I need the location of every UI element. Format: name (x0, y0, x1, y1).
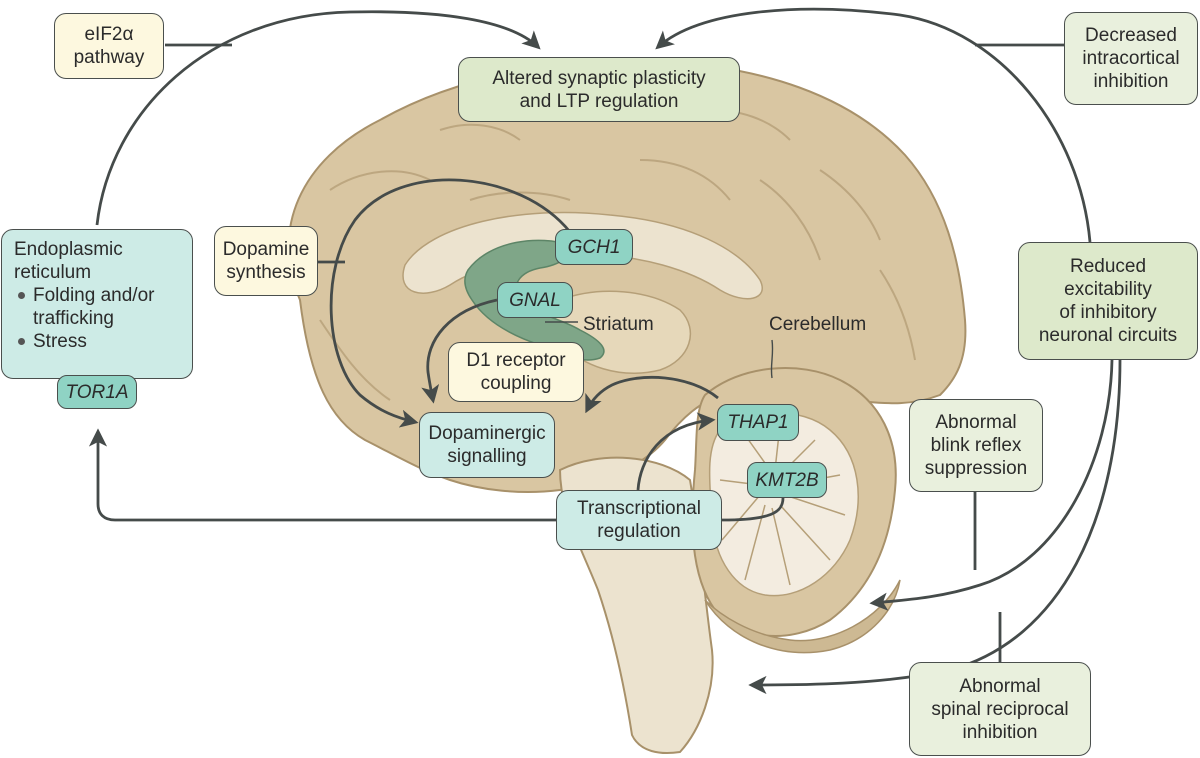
spinal-line-2: spinal reciprocal (931, 698, 1069, 720)
dopamine-synthesis-line-2: synthesis (226, 262, 306, 283)
gene-gnal: GNAL (497, 282, 573, 318)
reduced-excitability-box: Reduced excitability of inhibitory neuro… (1018, 242, 1198, 360)
dopaminergic-line-2: signalling (447, 446, 527, 467)
striatum-label: Striatum (583, 314, 654, 335)
eif2a-line-1: eIF2α (84, 24, 134, 45)
dopaminergic-signalling-box: Dopaminergic signalling (419, 412, 555, 478)
arrow-to-spinal (748, 359, 1122, 695)
connector-kmt2b (721, 497, 785, 522)
er-title-line-1: Endoplasmic (14, 239, 123, 260)
cerebellar-hemisphere (704, 579, 901, 654)
dopamine-synthesis-line-1: Dopamine (222, 239, 310, 260)
intracortical-inhibition-box: Decreased intracortical inhibition (1064, 12, 1198, 105)
d1-line-1: D1 receptor (466, 350, 566, 371)
synaptic-line-2: and LTP regulation (519, 90, 679, 112)
gene-kmt2b: KMT2B (747, 462, 827, 498)
synaptic-plasticity-box: Altered synaptic plasticity and LTP regu… (458, 57, 740, 122)
arrow-gch1-to-dopaminergic (329, 178, 572, 428)
er-bullet-1-cont: trafficking (33, 308, 114, 329)
intracortical-line-1: Decreased (1085, 25, 1177, 46)
intracortical-line-2: intracortical (1082, 48, 1180, 69)
er-bullet-1: Folding and/or (33, 285, 155, 306)
bullet-dot (18, 292, 25, 299)
reduced-line-1: Reduced (1069, 256, 1147, 277)
spinal-line-1: Abnormal (959, 675, 1041, 697)
spinal-line-3: inhibition (962, 721, 1038, 743)
transcriptional-line-2: regulation (597, 521, 681, 542)
gnal-label: GNAL (509, 289, 561, 311)
blink-reflex-box: Abnormal blink reflex suppression (909, 399, 1043, 492)
gene-gch1: GCH1 (555, 229, 633, 265)
eif2a-pathway-box: eIF2α pathway (54, 13, 164, 79)
er-bullet-stress: Stress (14, 330, 87, 353)
arrow-transcriptional-to-tor1a (88, 428, 556, 522)
er-title-line-2: reticulum (14, 262, 92, 283)
thap1-label: THAP1 (727, 412, 789, 433)
blink-line-2: blink reflex (930, 435, 1022, 456)
endoplasmic-reticulum-box: Endoplasmic reticulum Folding and/or tra… (1, 229, 193, 379)
intracortical-line-3: inhibition (1093, 71, 1169, 92)
eif2a-line-2: pathway (73, 47, 145, 68)
synaptic-line-1: Altered synaptic plasticity (492, 67, 706, 89)
d1-line-2: coupling (480, 373, 552, 394)
er-bullet-2: Stress (33, 331, 87, 352)
arrow-to-blink (869, 359, 1114, 611)
spinal-inhibition-box: Abnormal spinal reciprocal inhibition (909, 662, 1091, 756)
connectors (88, 7, 1122, 695)
dopamine-synthesis-box: Dopamine synthesis (214, 226, 318, 296)
transcriptional-line-1: Transcriptional (577, 498, 701, 519)
dopaminergic-line-1: Dopaminergic (428, 423, 546, 444)
gene-tor1a: TOR1A (57, 375, 137, 409)
brain-illustration (287, 60, 967, 754)
reduced-line-4: neuronal circuits (1038, 325, 1178, 346)
corpus-callosum (402, 211, 763, 300)
arrow-right-to-synaptic (655, 7, 1092, 243)
transcriptional-regulation-box: Transcriptional regulation (556, 490, 722, 550)
d1-receptor-box: D1 receptor coupling (448, 342, 584, 402)
er-bullet-folding: Folding and/or (14, 284, 154, 307)
gch1-label: GCH1 (567, 236, 621, 258)
cerebellum-pointer (770, 339, 774, 379)
arrow-er-to-synaptic (95, 10, 541, 226)
tor1a-label: TOR1A (65, 381, 129, 403)
reduced-line-3: of inhibitory (1059, 302, 1157, 323)
blink-line-1: Abnormal (935, 412, 1017, 433)
blink-line-3: suppression (924, 458, 1028, 479)
gene-thap1: THAP1 (717, 404, 799, 441)
reduced-line-2: excitability (1064, 279, 1152, 300)
arrow-thap1-to-dopaminergic (585, 375, 719, 414)
kmt2b-label: KMT2B (755, 469, 819, 491)
arrow-gnal-to-dopaminergic (421, 298, 498, 404)
arrow-transcriptional-to-thap1 (636, 412, 716, 491)
cerebellum-label: Cerebellum (769, 314, 867, 335)
bullet-dot (18, 338, 25, 345)
